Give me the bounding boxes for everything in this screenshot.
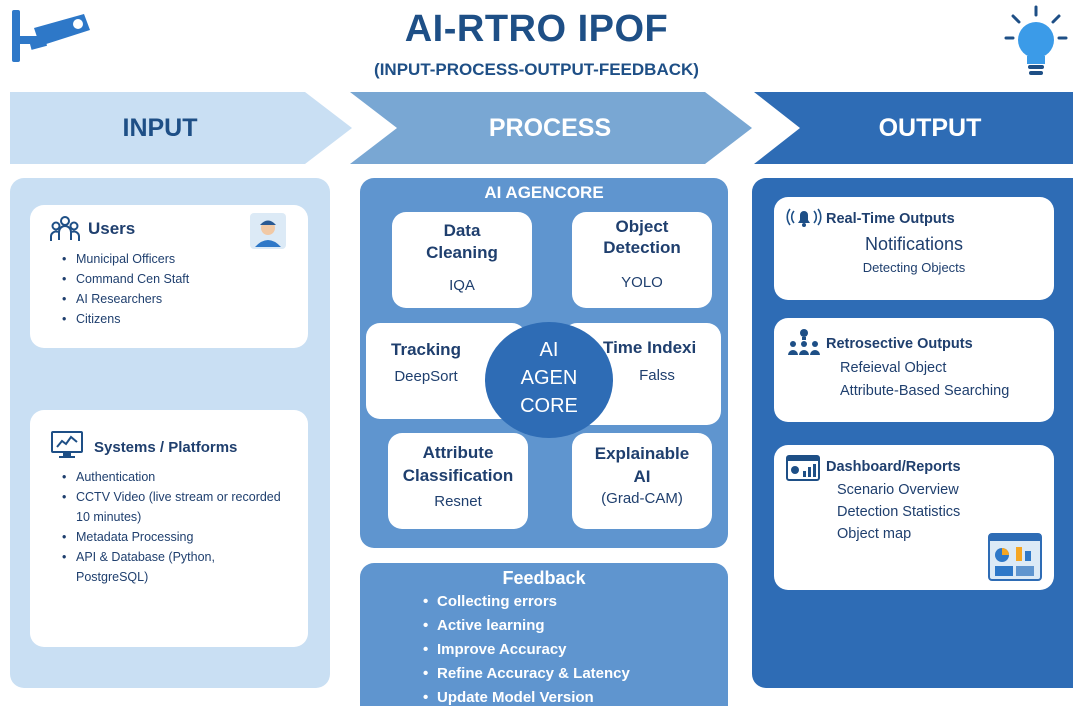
object-detection-card: Object Detection YOLO (572, 212, 712, 308)
module-title: Time Indexi (603, 338, 697, 357)
dashboard-line: Scenario Overview (837, 482, 959, 498)
dashboard-title: Dashboard/Reports (826, 459, 961, 475)
dashboard-reports-card: Dashboard/Reports Scenario Overview Dete… (774, 445, 1054, 590)
team-idea-icon (786, 326, 822, 356)
list-item: Municipal Officers (56, 249, 296, 269)
users-list: Municipal Officers Command Cen Staft AI … (56, 249, 296, 329)
retro-line: Refeieval Object (840, 360, 947, 376)
diagram-subtitle: (INPUT-PROCESS-OUTPUT-FEEDBACK) (374, 60, 699, 79)
module-sub: Falss (639, 367, 675, 384)
list-item: Command Cen Staft (56, 269, 296, 289)
list-item: Update Model Version (417, 686, 717, 706)
bell-alert-icon (786, 206, 822, 228)
users-title: Users (88, 219, 136, 238)
realtime-outputs-card: Real-Time Outputs Notifications Detectin… (774, 197, 1054, 300)
feedback-panel: Feedback Collecting errors Active learni… (360, 563, 728, 706)
attribute-classification-card: Attribute Classification Resnet (388, 433, 528, 529)
feedback-title: Feedback (502, 568, 586, 588)
process-title: AI AGENCORE (484, 183, 604, 202)
module-title: Data (443, 221, 481, 240)
module-title: Detection (603, 238, 681, 257)
input-header: INPUT (122, 114, 198, 142)
hub-text: CORE (520, 395, 578, 417)
retro-line: Attribute-Based Searching (840, 383, 1010, 399)
feedback-list: Collecting errors Active learning Improv… (417, 590, 717, 706)
users-card: Users Municipal Officers Command Cen Sta… (30, 205, 308, 348)
hub-text: AI (539, 339, 559, 361)
realtime-line: Notifications (864, 234, 964, 254)
list-item: Active learning (417, 614, 717, 638)
data-cleaning-card: Data Cleaning IQA (392, 212, 532, 308)
systems-title: Systems / Platforms (94, 439, 238, 456)
users-group-icon (50, 213, 80, 243)
list-item: Authentication (56, 467, 288, 487)
module-title: Explainable (594, 444, 690, 463)
realtime-title: Real-Time Outputs (826, 211, 955, 227)
realtime-line: Detecting Objects (862, 260, 966, 275)
arrow-banner (10, 92, 1073, 164)
list-item: API & Database (Python, PostgreSQL) (56, 547, 288, 587)
list-item: Metadata Processing (56, 527, 288, 547)
list-item: Collecting errors (417, 590, 717, 614)
retro-title: Retrosective Outputs (826, 336, 973, 352)
dashboard-icon (786, 455, 820, 481)
process-header: PROCESS (488, 114, 612, 142)
module-sub: DeepSort (394, 368, 458, 385)
explainable-ai-card: Explainable AI (Grad-CAM) (572, 433, 712, 529)
retrospective-outputs-card: Retrosective Outputs Refeieval Object At… (774, 318, 1054, 422)
module-title: Classification (402, 466, 514, 485)
dashboard-line: Detection Statistics (837, 504, 961, 520)
dashboard-line: Object map (837, 526, 912, 542)
ai-agencore-hub: AI AGEN CORE (485, 322, 613, 438)
output-arrow (754, 92, 1073, 164)
systems-card: Systems / Platforms Authentication CCTV … (30, 410, 308, 647)
module-title: Attribute (422, 443, 494, 462)
module-sub: IQA (449, 277, 475, 294)
cctv-camera-icon (8, 8, 92, 66)
list-item: CCTV Video (live stream or recorded 10 m… (56, 487, 288, 527)
module-sub: YOLO (621, 274, 663, 291)
module-title: Object (615, 217, 669, 236)
output-header: OUTPUT (878, 114, 982, 142)
list-item: Citizens (56, 309, 296, 329)
report-chart-icon (988, 533, 1042, 581)
process-arrow (350, 92, 752, 164)
module-sub: (Grad-CAM) (601, 490, 683, 507)
module-title: Cleaning (426, 243, 498, 262)
lightbulb-icon (1003, 4, 1069, 80)
module-sub: Resnet (434, 493, 482, 510)
hub-text: AGEN (520, 367, 578, 389)
module-title: Tracking (391, 340, 461, 359)
systems-list: Authentication CCTV Video (live stream o… (56, 467, 288, 587)
list-item: Refine Accuracy & Latency (417, 662, 717, 686)
monitor-chart-icon (50, 430, 84, 460)
module-title: AI (633, 467, 651, 486)
list-item: AI Researchers (56, 289, 296, 309)
input-arrow (10, 92, 352, 164)
officer-avatar-icon (250, 213, 286, 249)
diagram-title: AI-RTRO IPOF (404, 8, 669, 50)
list-item: Improve Accuracy (417, 638, 717, 662)
